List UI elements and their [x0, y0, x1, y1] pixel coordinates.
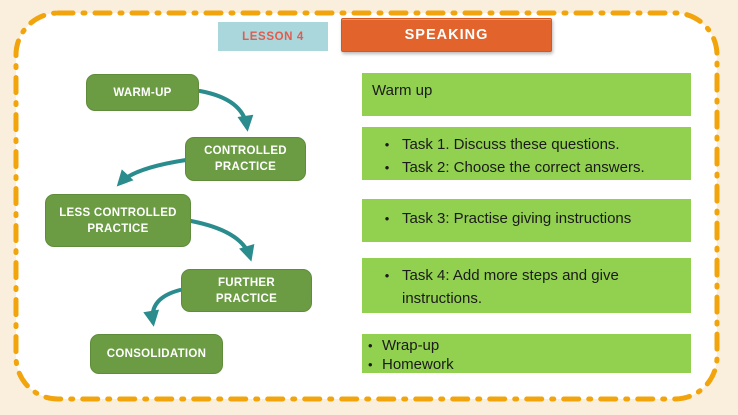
flow-node-less-controlled-practice: LESS CONTROLLED PRACTICE: [45, 194, 191, 247]
flow-node-warm-up: WARM-UP: [86, 74, 199, 111]
task-text: Task 2: Choose the correct answers.: [402, 159, 645, 176]
list-item: • Task 1. Discuss these questions.: [372, 133, 683, 156]
list-item: • Task 2: Choose the correct answers.: [372, 156, 683, 179]
subject-badge: SPEAKING: [341, 18, 552, 52]
panel-task-3: • Task 3: Practise giving instructions: [362, 199, 691, 242]
panel-wrapup-homework: • Wrap-up • Homework: [362, 334, 691, 373]
bullet-icon: •: [384, 137, 390, 152]
panel-warm-up: Warm up: [362, 73, 691, 116]
bullet-icon: •: [368, 338, 373, 353]
bullet-icon: •: [368, 357, 373, 372]
list-item: • Task 4: Add more steps and give instru…: [372, 264, 683, 310]
list-item: • Wrap-up: [366, 336, 683, 355]
list-item: • Homework: [366, 355, 683, 374]
arrow-warmup-to-controlled-icon: [198, 89, 254, 132]
bullet-icon: •: [384, 211, 390, 226]
lesson-badge: LESSON 4: [218, 22, 328, 51]
bullet-icon: •: [384, 160, 390, 175]
flow-node-controlled-practice: CONTROLLED PRACTICE: [185, 137, 306, 181]
flow-node-consolidation: CONSOLIDATION: [90, 334, 223, 374]
flow-node-further-practice: FURTHER PRACTICE: [181, 269, 312, 312]
panel-task-4: • Task 4: Add more steps and give instru…: [362, 258, 691, 313]
panel-tasks-1-2: • Task 1. Discuss these questions. • Tas…: [362, 127, 691, 180]
arrow-controlled-to-lesscontrolled-icon: [116, 158, 188, 187]
task-text: Wrap-up: [382, 337, 440, 354]
arrow-lesscontrolled-to-further-icon: [189, 219, 255, 262]
task-text: Homework: [382, 356, 454, 373]
list-item: • Task 3: Practise giving instructions: [372, 207, 683, 230]
task-text: Task 1. Discuss these questions.: [402, 136, 620, 153]
panel-text: Warm up: [372, 82, 433, 99]
arrow-further-to-consolidation-icon: [143, 288, 182, 327]
bullet-icon: •: [384, 268, 390, 283]
task-text: Task 3: Practise giving instructions: [402, 210, 632, 227]
task-text: Task 4: Add more steps and give instruct…: [402, 267, 619, 307]
